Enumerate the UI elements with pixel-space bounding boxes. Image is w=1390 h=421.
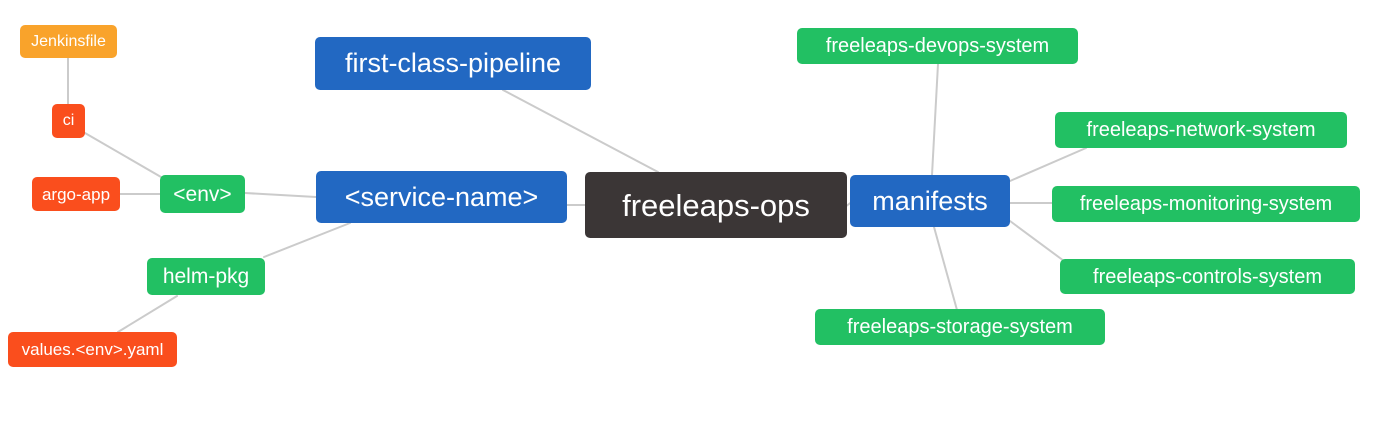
edge-helm-pkg-to-values-env-yaml <box>117 295 178 333</box>
node-freeleaps-devops-system[interactable]: freeleaps-devops-system <box>797 28 1078 64</box>
edge-first-class-pipeline-to-freeleaps-ops <box>502 89 659 173</box>
node-argo-app[interactable]: argo-app <box>32 177 120 211</box>
node-ci[interactable]: ci <box>52 104 85 138</box>
node-freeleaps-storage-system[interactable]: freeleaps-storage-system <box>815 309 1105 345</box>
node-freeleaps-monitoring-system[interactable]: freeleaps-monitoring-system <box>1052 186 1360 222</box>
node-values-env-yaml[interactable]: values.<env>.yaml <box>8 332 177 367</box>
node-label-ci: ci <box>62 112 75 129</box>
node-label-helm-pkg: helm-pkg <box>162 265 250 288</box>
node-label-freeleaps-controls-system: freeleaps-controls-system <box>1093 265 1322 288</box>
node-label-freeleaps-storage-system: freeleaps-storage-system <box>847 316 1073 338</box>
node-label-service-name: <service-name> <box>344 181 539 212</box>
node-service-name[interactable]: <service-name> <box>316 171 567 223</box>
edge-ci-to-env <box>84 132 162 178</box>
edge-manifests-to-freeleaps-network-system <box>1009 147 1087 182</box>
node-env[interactable]: <env> <box>160 175 245 213</box>
edge-env-to-service-name <box>244 192 317 198</box>
node-freeleaps-controls-system[interactable]: freeleaps-controls-system <box>1060 259 1355 294</box>
node-label-freeleaps-ops: freeleaps-ops <box>622 187 810 223</box>
node-label-freeleaps-network-system: freeleaps-network-system <box>1086 119 1316 141</box>
node-label-manifests: manifests <box>872 185 988 216</box>
node-freeleaps-ops[interactable]: freeleaps-ops <box>585 172 847 238</box>
node-label-freeleaps-devops-system: freeleaps-devops-system <box>825 35 1050 57</box>
node-helm-pkg[interactable]: helm-pkg <box>147 258 265 295</box>
node-label-first-class-pipeline: first-class-pipeline <box>344 48 562 78</box>
node-label-argo-app: argo-app <box>41 184 111 204</box>
node-freeleaps-network-system[interactable]: freeleaps-network-system <box>1055 112 1347 148</box>
node-label-env: <env> <box>173 182 232 206</box>
node-manifests[interactable]: manifests <box>850 175 1010 227</box>
edge-service-name-to-helm-pkg <box>263 222 351 258</box>
node-label-values-env-yaml: values.<env>.yaml <box>21 340 164 359</box>
node-first-class-pipeline[interactable]: first-class-pipeline <box>315 37 591 90</box>
edge-manifests-to-freeleaps-controls-system <box>1009 220 1065 262</box>
node-jenkinsfile[interactable]: Jenkinsfile <box>20 25 117 58</box>
node-label-jenkinsfile: Jenkinsfile <box>31 32 106 50</box>
node-label-freeleaps-monitoring-system: freeleaps-monitoring-system <box>1079 193 1333 215</box>
edge-manifests-to-freeleaps-storage-system <box>933 226 958 311</box>
edge-manifests-to-freeleaps-devops-system <box>931 63 939 176</box>
